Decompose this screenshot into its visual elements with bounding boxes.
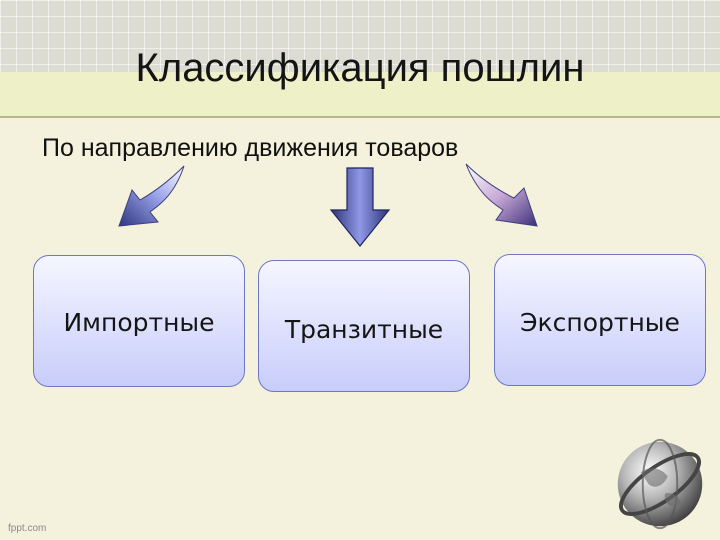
- header-pattern: [0, 0, 720, 72]
- globe-icon: [617, 438, 703, 530]
- title-divider: [0, 116, 720, 118]
- watermark-text: fppt.com: [8, 523, 47, 534]
- curved-arrow-right-icon: [465, 163, 538, 227]
- title-band: [0, 72, 720, 116]
- transit-label: Транзитные: [284, 315, 444, 344]
- slide-title: Классификация пошлин: [135, 46, 585, 90]
- curved-arrow-left-icon: [118, 165, 185, 227]
- transit-box: Транзитные: [258, 260, 470, 392]
- export-label: Экспортные: [520, 308, 680, 337]
- import-label: Импортные: [63, 308, 215, 337]
- export-box: Экспортные: [494, 254, 706, 386]
- import-box: Импортные: [33, 255, 245, 387]
- subtitle-text: По направлению движения товаров: [42, 134, 459, 162]
- down-arrow-icon: [329, 167, 391, 247]
